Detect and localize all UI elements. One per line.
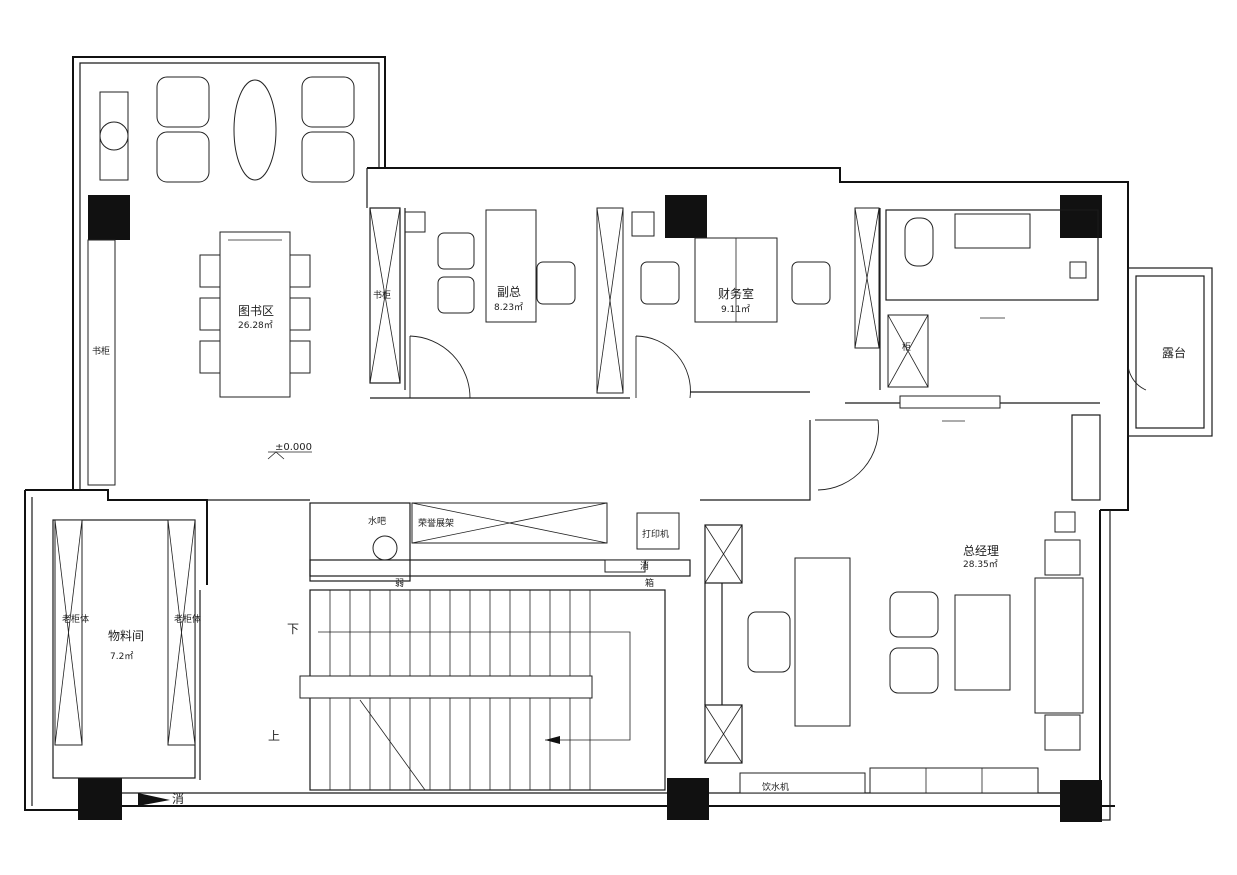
cabinet-finance-label: 柜 — [902, 341, 911, 353]
bookcase-left-label: 书柜 — [92, 345, 110, 357]
corridor-center — [815, 414, 1101, 501]
vice-gm-name: 副总 — [497, 285, 521, 299]
water-heater-label: 饮水机 — [762, 781, 789, 793]
vice-gm-area: 8.23㎡ — [494, 302, 523, 313]
service-area: 水吧 荣誉展架 打印机 消 弱 箱 — [309, 502, 691, 589]
level-label: ±0.000 — [275, 442, 312, 453]
level-marker: ±0.000 — [267, 442, 312, 460]
finance-office: 财务室 9.11㎡ — [631, 207, 881, 399]
honor-shelf-label: 荣誉展架 — [418, 517, 454, 529]
library-area: 26.28㎡ — [238, 320, 273, 331]
fire-mid-label: 消 — [640, 560, 649, 572]
vice-gm-office: 书柜 副总 8.23㎡ — [369, 207, 630, 399]
gm-area: 28.35㎡ — [963, 559, 998, 570]
balcony: 露台 — [1127, 267, 1213, 437]
library-name: 图书区 — [238, 304, 274, 318]
storage-area: 7.2㎡ — [110, 651, 133, 662]
staircase: 下 上 — [268, 589, 666, 791]
gm-office: 总经理 28.35㎡ 饮水机 — [704, 511, 1084, 794]
storage-cab-right-label: 老柜体 — [174, 613, 201, 625]
finance-name: 财务室 — [718, 286, 754, 301]
outer-walls — [24, 56, 1129, 821]
storage-name: 物料间 — [108, 629, 144, 643]
weak-box-label: 弱 — [395, 578, 404, 589]
balcony-label: 露台 — [1162, 345, 1186, 360]
storage-room: 老柜体 老柜体 物料间 7.2㎡ 消 — [52, 519, 201, 806]
bookcase-vice-label: 书柜 — [373, 289, 391, 301]
storage-cab-left-label: 老柜体 — [62, 613, 89, 625]
stairs-up-label: 上 — [268, 729, 280, 743]
columns — [78, 195, 1102, 822]
water-bar-label: 水吧 — [368, 515, 386, 527]
printer-label: 打印机 — [642, 528, 669, 540]
library-zone: 书柜 图书区 26.28㎡ — [87, 76, 355, 486]
bathroom: 柜 — [845, 209, 1100, 422]
gm-name: 总经理 — [963, 544, 999, 558]
finance-area: 9.11㎡ — [721, 304, 750, 315]
stairs-down-label: 下 — [287, 622, 299, 636]
hydrant-small-label: 箱 — [645, 577, 654, 589]
fire-left-label: 消 — [172, 792, 184, 806]
